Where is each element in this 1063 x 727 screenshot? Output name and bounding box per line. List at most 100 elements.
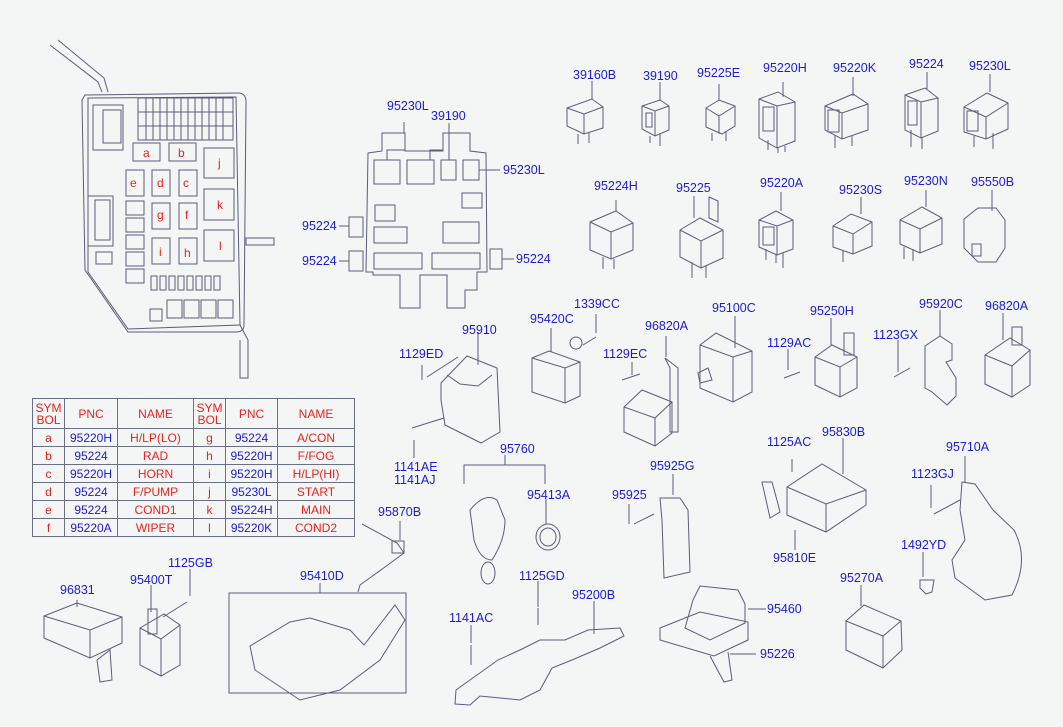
- fuse-position-k: k: [217, 198, 223, 212]
- part-label-95200b[interactable]: 95200B: [572, 588, 616, 602]
- middle-parts-drawings: [411, 310, 1031, 706]
- part-label-95830b[interactable]: 95830B: [822, 425, 866, 439]
- legend-row: f 95220A WIPER l 95220K COND2: [32, 518, 355, 537]
- part-label-95230l-block-right[interactable]: 95230L: [503, 163, 545, 177]
- cell-name-2: F/FOG: [277, 446, 355, 465]
- fuse-position-g: g: [157, 208, 164, 222]
- part-label-1129ed[interactable]: 1129ED: [399, 347, 444, 361]
- part-label-96820a[interactable]: 96820A: [645, 319, 689, 333]
- part-label-1123gj[interactable]: 1123GJ: [911, 467, 954, 481]
- part-label-95226[interactable]: 95226: [760, 647, 795, 661]
- header-symbol: SYM BOL: [32, 398, 65, 429]
- cell-pnc: 95220H: [64, 428, 118, 447]
- part-label-95224-left-upper[interactable]: 95224: [302, 219, 337, 233]
- part-label-95100c[interactable]: 95100C: [712, 301, 756, 315]
- relay-block-drawing: [339, 122, 514, 309]
- part-label-95810e[interactable]: 95810E: [773, 551, 817, 565]
- fuse-box-drawing: [49, 39, 275, 379]
- part-label-95420c[interactable]: 95420C: [530, 312, 574, 326]
- cell-symbol-2: h: [193, 446, 226, 465]
- cell-pnc-2: 95220K: [225, 518, 278, 537]
- part-label-1125ac[interactable]: 1125AC: [767, 435, 812, 449]
- part-label-95230l-block[interactable]: 95230L: [387, 99, 429, 113]
- part-label-95230s[interactable]: 95230S: [839, 183, 883, 197]
- part-label-95225e[interactable]: 95225E: [697, 66, 741, 80]
- part-label-1339cc[interactable]: 1339CC: [574, 297, 620, 311]
- part-label-95760[interactable]: 95760: [500, 442, 535, 456]
- part-label-95224-right-lower[interactable]: 95224: [516, 252, 551, 266]
- part-label-96820a-right[interactable]: 96820A: [985, 299, 1029, 313]
- part-label-95925[interactable]: 95925: [612, 488, 647, 502]
- legend-row: c 95220H HORN i 95220H H/LP(HI): [32, 464, 355, 483]
- cell-symbol-2: j: [193, 482, 226, 501]
- cell-name: COND1: [117, 500, 194, 519]
- cell-symbol: e: [32, 500, 65, 519]
- legend-row: e 95224 COND1 k 95224H MAIN: [32, 500, 355, 519]
- part-label-1129ac[interactable]: 1129AC: [767, 336, 812, 350]
- cell-pnc: 95224: [64, 446, 118, 465]
- part-label-95225[interactable]: 95225: [676, 181, 711, 195]
- part-label-95224h[interactable]: 95224H: [594, 179, 638, 193]
- part-label-95224-left-lower[interactable]: 95224: [302, 254, 337, 268]
- part-label-39160b[interactable]: 39160B: [573, 68, 617, 82]
- fuse-position-a: a: [143, 146, 150, 160]
- part-label-95870b[interactable]: 95870B: [378, 505, 422, 519]
- part-label-95220k[interactable]: 95220K: [833, 61, 877, 75]
- relay-row1-drawings: [566, 72, 1009, 153]
- cell-pnc-2: 95230L: [225, 482, 278, 501]
- part-label-95230n[interactable]: 95230N: [904, 174, 948, 188]
- cell-name-2: A/CON: [277, 428, 355, 447]
- part-label-1141ae[interactable]: 1141AE: [394, 460, 438, 474]
- part-label-95413a[interactable]: 95413A: [527, 488, 571, 502]
- part-label-95250h[interactable]: 95250H: [810, 304, 854, 318]
- header-symbol-2: SYM BOL: [193, 398, 226, 429]
- part-label-95460[interactable]: 95460: [767, 602, 802, 616]
- fuse-position-i: i: [159, 245, 162, 259]
- part-label-95920c[interactable]: 95920C: [919, 297, 963, 311]
- legend-header-row: SYM BOL PNC NAME SYM BOL PNC NAME: [32, 398, 355, 429]
- cell-symbol-2: g: [193, 428, 226, 447]
- part-label-95400t[interactable]: 95400T: [130, 573, 173, 587]
- part-label-39190-block[interactable]: 39190: [431, 109, 466, 123]
- fuse-position-b: b: [178, 146, 185, 160]
- part-label-95550b[interactable]: 95550B: [971, 175, 1015, 189]
- cell-name: WIPER: [117, 518, 194, 537]
- part-label-1141ac[interactable]: 1141AC: [449, 611, 494, 625]
- part-label-95710a[interactable]: 95710A: [946, 440, 990, 454]
- cell-pnc: 95220H: [64, 464, 118, 483]
- cell-symbol: d: [32, 482, 65, 501]
- fuse-position-d: d: [157, 176, 164, 190]
- cell-name: H/LP(LO): [117, 428, 194, 447]
- part-label-95220h[interactable]: 95220H: [763, 61, 807, 75]
- part-label-1125gd[interactable]: 1125GD: [519, 569, 565, 583]
- part-label-95230l[interactable]: 95230L: [969, 59, 1011, 73]
- legend-row: d 95224 F/PUMP j 95230L START: [32, 482, 355, 501]
- part-label-1123gx[interactable]: 1123GX: [873, 328, 918, 342]
- part-label-95224[interactable]: 95224: [909, 57, 944, 71]
- cell-symbol-2: k: [193, 500, 226, 519]
- part-label-95410d[interactable]: 95410D: [300, 569, 344, 583]
- part-label-1492yd[interactable]: 1492YD: [901, 538, 947, 552]
- fuse-position-h: h: [184, 246, 191, 260]
- part-label-1129ec[interactable]: 1129EC: [603, 347, 648, 361]
- part-label-1125gb[interactable]: 1125GB: [168, 556, 213, 570]
- part-label-39190[interactable]: 39190: [643, 69, 678, 83]
- part-label-95270a[interactable]: 95270A: [840, 571, 884, 585]
- part-label-95925g[interactable]: 95925G: [650, 459, 695, 473]
- part-label-1141aj[interactable]: 1141AJ: [394, 473, 436, 487]
- header-pnc-2: PNC: [225, 398, 278, 429]
- cell-name: F/PUMP: [117, 482, 194, 501]
- cell-pnc-2: 95224H: [225, 500, 278, 519]
- relay-row2-drawings: [589, 190, 1006, 278]
- cell-symbol: b: [32, 446, 65, 465]
- fuse-position-l: l: [219, 239, 222, 253]
- fuse-position-c: c: [183, 176, 189, 190]
- cell-pnc-2: 95220H: [225, 446, 278, 465]
- cell-name-2: COND2: [277, 518, 355, 537]
- cell-symbol: a: [32, 428, 65, 447]
- part-label-95220a[interactable]: 95220A: [760, 176, 804, 190]
- part-label-95910[interactable]: 95910: [462, 323, 497, 337]
- cell-pnc: 95224: [64, 500, 118, 519]
- part-label-96831[interactable]: 96831: [60, 583, 95, 597]
